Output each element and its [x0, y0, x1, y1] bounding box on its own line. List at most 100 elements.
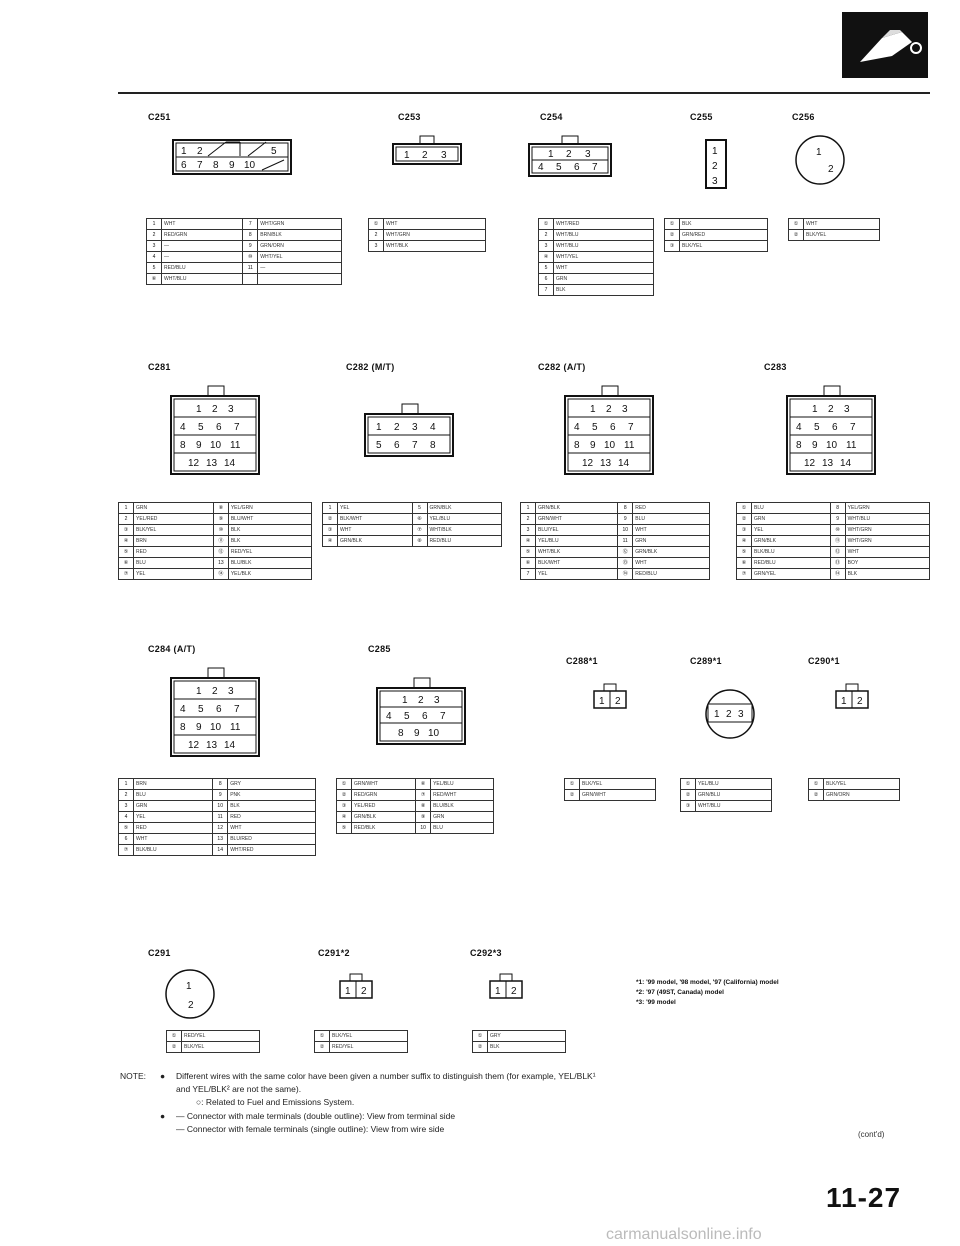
svg-text:2: 2 — [418, 695, 424, 706]
svg-text:6: 6 — [216, 704, 222, 715]
svg-text:3: 3 — [228, 404, 234, 415]
pin-number: ⑤ — [336, 822, 352, 834]
wire-color: WHT/RED — [227, 844, 316, 856]
pin-number: 8 — [617, 502, 634, 514]
svg-text:3: 3 — [622, 404, 628, 415]
wire-color: WHT/BLU — [553, 240, 654, 252]
svg-text:1: 1 — [404, 150, 410, 161]
pin-number: 7 — [538, 284, 554, 296]
connector-name-c291: C291 — [148, 948, 171, 958]
pin-number: ⑦ — [118, 568, 134, 580]
wire-color: YEL/BLK — [227, 568, 313, 580]
svg-text:2: 2 — [828, 164, 834, 175]
bullet-1: ● — [160, 1071, 166, 1081]
wire-color: BLK — [227, 800, 316, 812]
pin-number: 5 — [538, 262, 554, 274]
svg-text:12: 12 — [582, 458, 594, 469]
svg-text:10: 10 — [604, 440, 616, 451]
wire-color: YEL/BLU — [430, 778, 494, 790]
svg-text:1: 1 — [599, 696, 605, 707]
wire-color: WHT — [632, 557, 710, 569]
pin-number: ⑥ — [520, 557, 536, 569]
wire-color: BLK — [487, 1041, 566, 1053]
pin-number: ⑥ — [415, 778, 432, 790]
wire-color: RED/YEL — [329, 1041, 408, 1053]
svg-text:4: 4 — [386, 711, 392, 722]
svg-text:2: 2 — [394, 422, 400, 433]
wire-color: RED — [132, 822, 214, 834]
wire-color: GRN — [553, 273, 654, 285]
wire-color: BLK — [227, 535, 313, 547]
pin-number: ⑥ — [736, 557, 752, 569]
wire-color: GRN/YEL — [751, 568, 831, 580]
wire-color: WHT/GRN — [844, 524, 931, 536]
svg-text:11: 11 — [230, 440, 241, 451]
connector-name-c283: C283 — [764, 362, 787, 372]
svg-text:5: 5 — [814, 422, 820, 433]
watermark: carmanualsonline.info — [606, 1226, 762, 1243]
pin-number: ② — [166, 1041, 182, 1053]
connector-name-c254: C254 — [540, 112, 563, 122]
wire-color: YEL/RED — [350, 800, 417, 812]
pin-number: 1 — [118, 502, 134, 514]
wire-color: BLK — [227, 524, 313, 536]
pin-number: ② — [314, 1041, 330, 1053]
wire-color: BLU/RED — [227, 833, 316, 845]
connector-name-c289: C289*1 — [690, 656, 722, 666]
svg-text:4: 4 — [180, 704, 186, 715]
svg-text:1: 1 — [196, 404, 202, 415]
svg-text:13: 13 — [822, 458, 834, 469]
svg-text:2: 2 — [726, 709, 732, 720]
pin-number: ③ — [336, 800, 352, 812]
pin-number: 13 — [212, 557, 229, 569]
wire-color: GRN/BLU — [695, 789, 772, 801]
svg-text:6: 6 — [181, 160, 187, 171]
wire-color: BLK — [679, 218, 768, 230]
svg-text:3: 3 — [844, 404, 850, 415]
svg-text:9: 9 — [196, 440, 202, 451]
svg-text:6: 6 — [574, 162, 580, 173]
wire-color: WHT — [803, 218, 880, 230]
svg-text:8: 8 — [574, 440, 580, 451]
svg-text:2: 2 — [212, 686, 218, 697]
wire-color: GRN/BLK — [426, 502, 502, 514]
pin-number: 2 — [538, 229, 554, 241]
note-bullet-1: Different wires with the same color have… — [176, 1071, 596, 1081]
connector-diagram-c291: 12 — [165, 969, 215, 1019]
pin-number: ⑦ — [411, 524, 428, 536]
svg-text:8: 8 — [430, 440, 436, 451]
pin-number: 6 — [118, 833, 134, 845]
pin-number: ⑦ — [415, 789, 432, 801]
pin-number: ② — [680, 789, 696, 801]
pin-number: 3 — [520, 524, 536, 536]
pin-number: ① — [808, 778, 824, 790]
pin-number: ⑫ — [617, 546, 634, 558]
pin-number: ⑫ — [829, 546, 846, 558]
pin-number: 3 — [118, 800, 134, 812]
svg-text:9: 9 — [812, 440, 818, 451]
wire-color: RED/YEL — [227, 546, 313, 558]
pin-number: 9 — [212, 789, 229, 801]
pin-number: 9 — [242, 240, 259, 252]
wire-color: GRN/BLK — [350, 811, 417, 823]
svg-text:1: 1 — [841, 696, 847, 707]
